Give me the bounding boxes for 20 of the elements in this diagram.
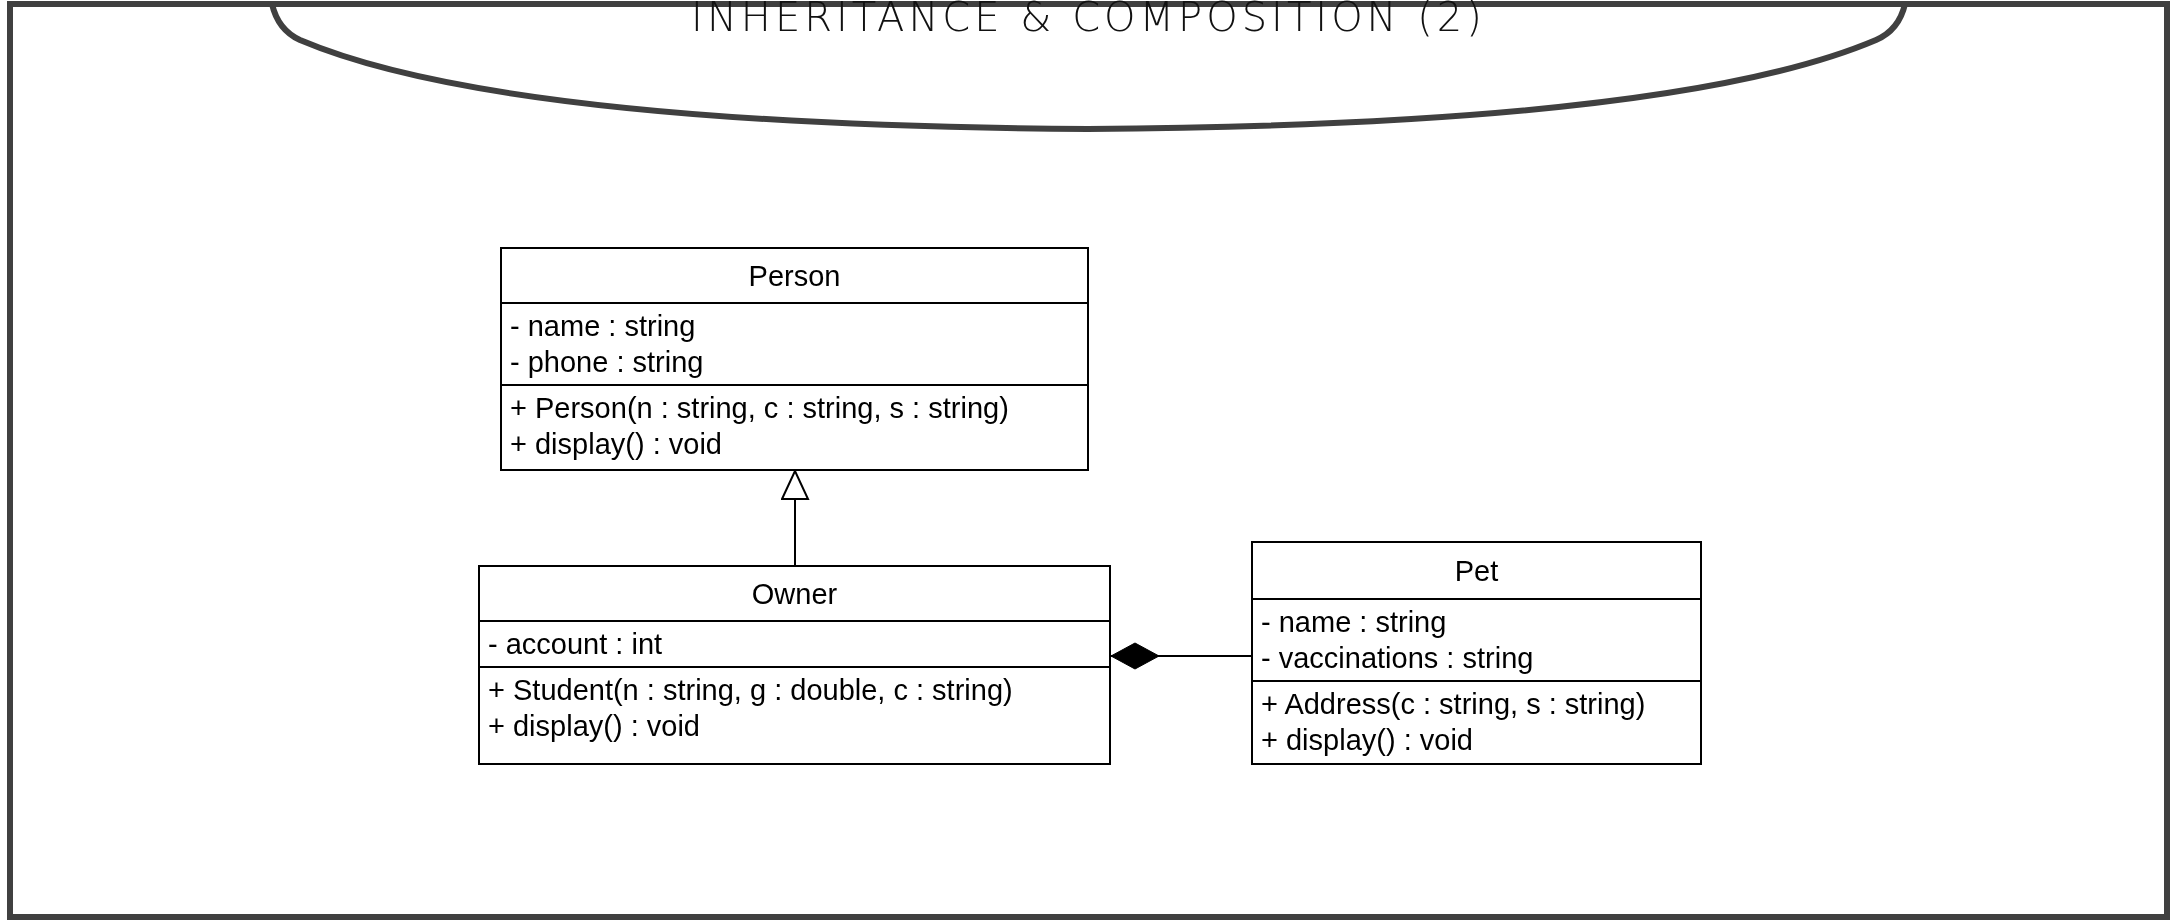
method-text: + Address(c : string, s : string) (1261, 687, 1647, 722)
class-name: Pet (1454, 553, 1499, 589)
attribute-text: - name : string (510, 309, 697, 344)
method-text: + Student(n : string, g : double, c : string) (488, 673, 1014, 708)
attribute-text: - phone : string (510, 345, 705, 380)
class-box (500, 247, 1089, 471)
method-text: + Person(n : string, c : string, s : string) (510, 391, 1010, 426)
attribute-text: - name : string (1261, 605, 1448, 640)
method-text: + display() : void (510, 427, 723, 462)
method-text: + display() : void (1261, 723, 1474, 758)
class-name: Person (748, 258, 841, 294)
class-box (478, 565, 1111, 765)
attribute-text: - vaccinations : string (1261, 641, 1535, 676)
inheritance-arrow (781, 470, 809, 566)
method-text: + display() : void (488, 709, 701, 744)
diagram-title: INHERITANCE & COMPOSITION (2) (690, 0, 1487, 40)
composition-connector (1110, 642, 1252, 670)
attribute-text: - account : int (488, 627, 664, 662)
class-box (1251, 541, 1702, 765)
class-name: Owner (751, 576, 838, 612)
